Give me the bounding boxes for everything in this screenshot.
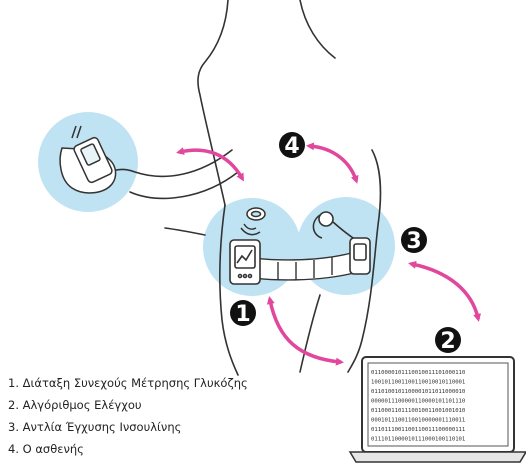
screen-line: 0110000101110010011101000110 <box>371 370 465 376</box>
legend-item: 4. Ο ασθενής <box>8 438 248 460</box>
screen-line: 0000011100000110000101101110 <box>371 399 465 405</box>
screen-line: 0110001101110010011001001010 <box>371 408 465 414</box>
belt-monitor-device <box>230 240 260 284</box>
screen-line: 0111011000010111000100110101 <box>371 437 465 443</box>
legend-item: 3. Αντλία Έγχυσης Ινσουλίνης <box>8 416 248 438</box>
screen-line: 0110100101100001011011000010 <box>371 389 465 395</box>
legend-item: 2. Αλγόριθμος Ελέγχου <box>8 394 248 416</box>
marker-1: 1 <box>230 300 256 327</box>
screen-line: 1001011001100110010010110001 <box>371 380 465 386</box>
arrow-sensor-to-laptop <box>270 300 340 362</box>
marker-2: 2 <box>435 327 461 354</box>
legend-list: 1. Διάταξη Συνεχούς Μέτρησης Γλυκόζης 2.… <box>8 372 248 460</box>
arrow-top-right <box>310 146 356 180</box>
arrow-laptop-to-pump <box>412 264 478 318</box>
marker-3: 3 <box>401 227 427 254</box>
legend-item: 1. Διάταξη Συνεχούς Μέτρησης Γλυκόζης <box>8 372 248 394</box>
svg-text:4: 4 <box>284 134 299 159</box>
marker-4: 4 <box>279 132 305 159</box>
screen-line: 0001011100110010000001110011 <box>371 418 465 424</box>
svg-text:2: 2 <box>440 329 455 354</box>
screen-line: 0110111001100110011100000111 <box>371 427 465 433</box>
svg-text:1: 1 <box>235 302 250 327</box>
svg-text:3: 3 <box>406 229 421 254</box>
